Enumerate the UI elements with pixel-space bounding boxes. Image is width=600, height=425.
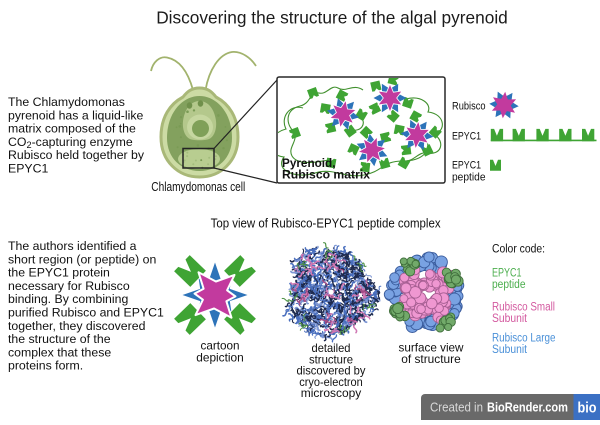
svg-text:Chlamydomonas cell: Chlamydomonas cell <box>151 179 245 194</box>
svg-text:EPYC1: EPYC1 <box>452 160 481 172</box>
svg-text:bio: bio <box>578 400 597 417</box>
svg-text:Color code:: Color code: <box>492 243 545 255</box>
svg-text:EPYC1: EPYC1 <box>452 131 481 143</box>
svg-text:EPYC1: EPYC1 <box>492 268 522 280</box>
svg-text:Discovering the structure of t: Discovering the structure of the algal p… <box>156 8 508 28</box>
svg-text:Subunit: Subunit <box>492 313 528 325</box>
svg-text:of structure: of structure <box>401 352 461 366</box>
svg-text:peptide: peptide <box>492 279 526 291</box>
svg-text:Subunit: Subunit <box>492 344 528 356</box>
svg-text:Created in: Created in <box>430 400 483 415</box>
svg-text:microscopy: microscopy <box>301 386 362 400</box>
svg-text:Top view of Rubisco-EPYC1 pept: Top view of Rubisco-EPYC1 peptide comple… <box>211 216 441 231</box>
svg-text:Rubisco: Rubisco <box>452 101 486 113</box>
svg-text:BioRender.com: BioRender.com <box>487 400 568 415</box>
svg-text:peptide: peptide <box>452 171 486 183</box>
svg-text:Rubisco Large: Rubisco Large <box>492 333 556 345</box>
svg-text:Rubisco Small: Rubisco Small <box>492 302 555 314</box>
svg-text:Rubisco matrix: Rubisco matrix <box>282 168 370 182</box>
svg-text:depiction: depiction <box>196 350 244 364</box>
